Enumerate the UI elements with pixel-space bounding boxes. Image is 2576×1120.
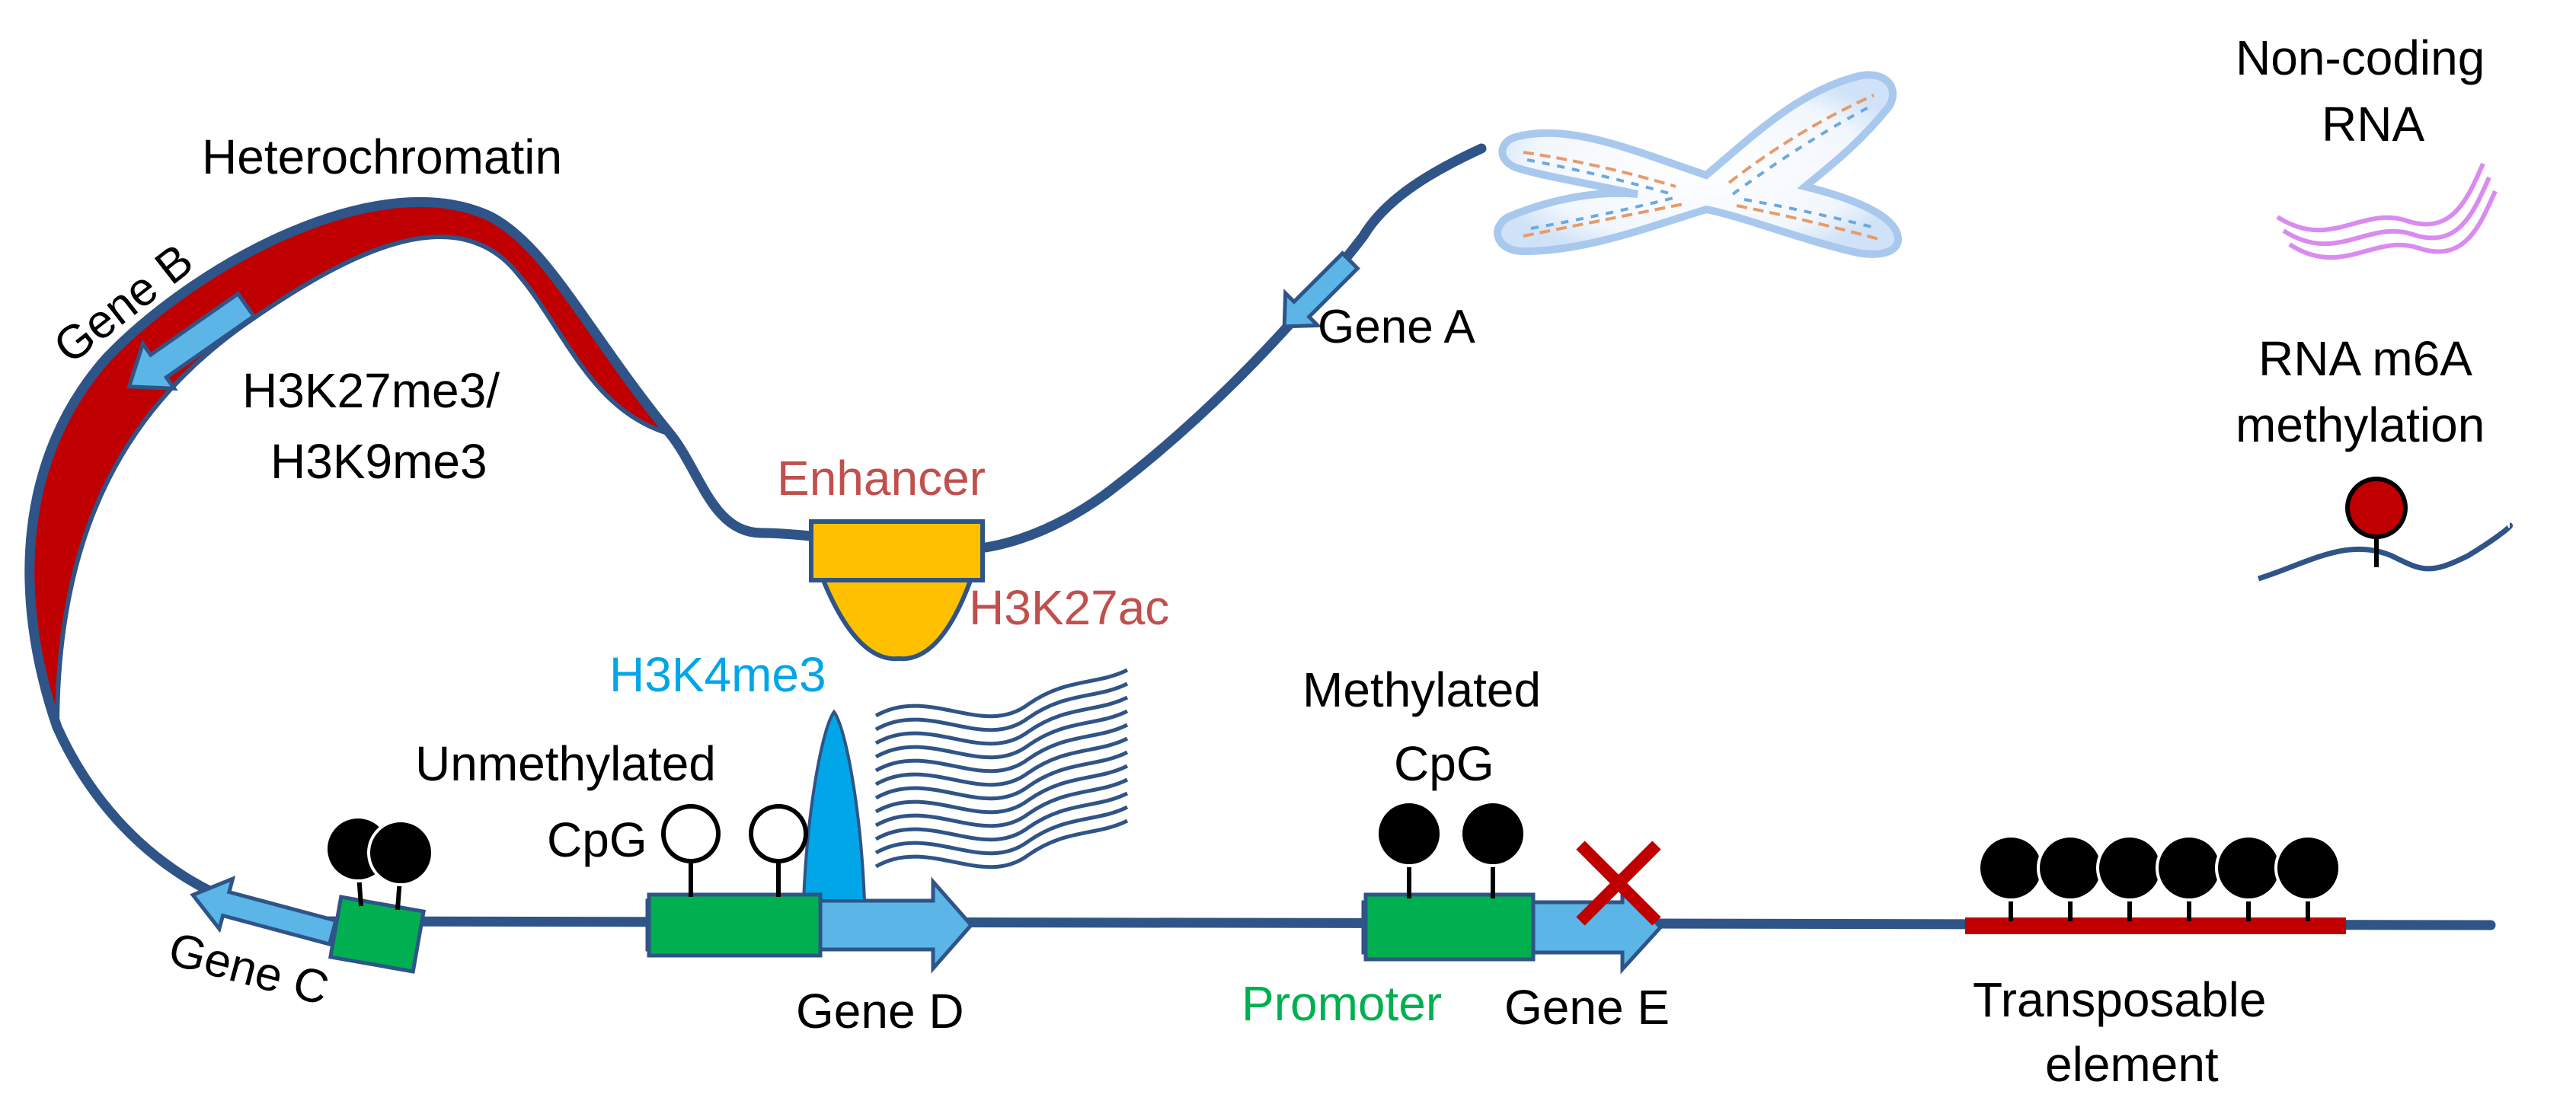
transcript-wave [874, 764, 1129, 815]
gene-e-label: Gene E [1504, 980, 1670, 1035]
dna-strand [24, 143, 2496, 930]
transcript-wave [874, 791, 1129, 842]
heterochromatin-label: Heterochromatin [202, 129, 562, 184]
ncrna-label-1: Non-coding [2236, 30, 2485, 85]
methylated-label-2: CpG [1394, 736, 1494, 791]
methylated-cpg-circle [2274, 834, 2341, 901]
m6a-label-1: RNA m6A [2258, 331, 2472, 386]
transposable-element [1965, 917, 2346, 934]
promoter-label: Promoter [1242, 976, 1442, 1031]
gene-e-methylated-cpg [1376, 800, 1526, 898]
unmethylated-label-2: CpG [547, 812, 647, 867]
m6a-methylation-icon [2257, 477, 2513, 582]
methylated-cpg-circle [2037, 834, 2104, 901]
transposable-label-1: Transposable [1973, 972, 2266, 1027]
gene-c-methylated-cpg [324, 815, 434, 911]
histone-repressive-label-1: H3K27me3/ [242, 363, 500, 418]
transcript-wave [874, 777, 1129, 828]
histone-repressive-label-2: H3K9me3 [270, 434, 487, 489]
transcript-wave [874, 736, 1129, 787]
gene-b-arrow [126, 291, 257, 391]
methylated-cpg-circle [2096, 834, 2163, 901]
transposable-element-methylated-cpg [1977, 834, 2341, 921]
noncoding-rna-icon [2276, 162, 2498, 260]
transcript-waves-icon [874, 668, 1129, 870]
transcript-wave [874, 723, 1129, 774]
enhancer [809, 519, 985, 662]
h3k4me3-label: H3K4me3 [609, 647, 826, 702]
gene-c-promoter [328, 895, 427, 974]
transcript-wave [874, 805, 1129, 856]
gene-a-arrow [1282, 250, 1360, 329]
enhancer-label: Enhancer [777, 451, 986, 506]
methylated-cpg-circle [2215, 834, 2282, 901]
gene-d-promoter [647, 892, 823, 958]
ncrna-label-2: RNA [2322, 97, 2424, 152]
m6a-label-2: methylation [2236, 397, 2485, 452]
methylated-cpg-circle [1977, 834, 2044, 901]
transcript-wave [874, 750, 1129, 801]
red-x-icon [1576, 841, 1661, 926]
h3k27ac-label: H3K27ac [969, 580, 1169, 635]
transposable-label-2: element [2045, 1037, 2219, 1092]
gene-d-unmethylated-cpg [661, 804, 808, 897]
h3k4me3-peak [801, 709, 867, 902]
unmethylated-label-1: Unmethylated [415, 736, 716, 791]
gene-d-label: Gene D [796, 984, 964, 1039]
chromosome-icon [1494, 71, 1902, 258]
transcript-wave [874, 668, 1129, 719]
gene-a-label: Gene A [1318, 301, 1475, 353]
methylated-cpg-circle [2156, 834, 2223, 901]
methylated-label-1: Methylated [1302, 662, 1541, 717]
transcript-wave [874, 818, 1129, 870]
transcript-wave [874, 709, 1129, 760]
transcript-wave [874, 695, 1129, 746]
gene-e-promoter [1363, 892, 1536, 962]
gene-c-arrow [190, 876, 338, 947]
transcript-wave [874, 681, 1129, 732]
